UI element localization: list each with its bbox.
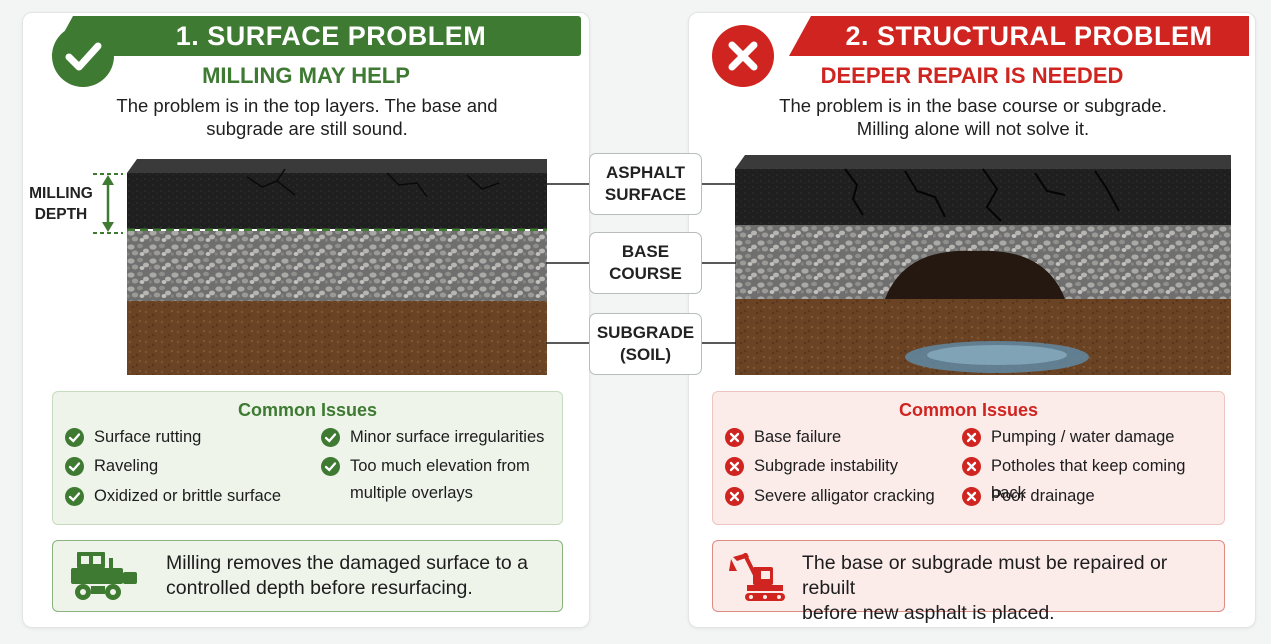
issue-text: Pumping / water damage [991, 428, 1175, 446]
callout-text: The base or subgrade must be repaired or… [802, 551, 1224, 626]
callout-text: Milling removes the damaged surface to a… [166, 551, 528, 601]
surface-common-issues: Common Issues Surface rutting Raveling O… [52, 391, 563, 525]
label-text: ASPHALT SURFACE [604, 163, 687, 204]
desc-line: The problem is in the base course or sub… [779, 95, 1167, 116]
issue-text-line: multiple overlays [350, 484, 473, 502]
check-circle-icon [65, 457, 84, 476]
label-text: BASE COURSE [609, 242, 682, 283]
base-failure-void [885, 250, 1065, 299]
deeper-repair-subtitle: DEEPER REPAIR IS NEEDED [820, 63, 1124, 88]
surface-problem-description: The problem is in the top layers. The ba… [23, 94, 591, 140]
callout-line: controlled depth before resurfacing. [166, 577, 473, 599]
milling-depth-arrow [93, 173, 123, 234]
x-circle-icon [725, 428, 744, 447]
desc-line: subgrade are still sound. [206, 118, 408, 139]
subgrade-label: SUBGRADE (SOIL) [589, 313, 702, 375]
check-circle-icon [65, 487, 84, 506]
label-text: SUBGRADE (SOIL) [596, 323, 695, 364]
repair-callout: The base or subgrade must be repaired or… [712, 540, 1225, 624]
milling-depth-label: MILLING DEPTH [29, 185, 93, 223]
issue-text: Base failure [754, 428, 842, 446]
alligator-cracks [844, 168, 1120, 222]
issue-text: Subgrade instability [754, 457, 899, 475]
issue-text: Surface rutting [94, 428, 202, 446]
desc-line: The problem is in the top layers. The ba… [116, 95, 498, 116]
excavator-icon [729, 553, 785, 601]
surface-problem-panel: 1. SURFACE PROBLEM MILLING MAY HELP The … [22, 12, 590, 628]
asphalt-surface-label: ASPHALT SURFACE [589, 153, 702, 215]
x-circle-icon [962, 457, 981, 476]
x-icon [712, 25, 774, 87]
list-item: Subgrade instability [725, 453, 898, 480]
structural-problem-description: The problem is in the base course or sub… [689, 94, 1257, 140]
surface-cross-section [127, 159, 547, 375]
asphalt-top-face [127, 159, 547, 173]
milling-machine-icon [71, 552, 137, 600]
issues-title: Common Issues [237, 400, 378, 420]
desc-line: Milling alone will not solve it. [856, 118, 1090, 139]
callout-line: The base or subgrade must be repaired or… [802, 552, 1168, 599]
milling-callout: Milling removes the damaged surface to a… [52, 540, 563, 612]
callout-line: before new asphalt is placed. [802, 602, 1055, 624]
issue-text: Severe alligator cracking [754, 487, 935, 505]
structural-cross-section [735, 155, 1231, 375]
list-item: Poor drainage [962, 483, 1095, 510]
base-course-layer [127, 231, 547, 301]
asphalt-layer [735, 169, 1231, 225]
check-circle-icon [65, 428, 84, 447]
surface-problem-banner: 1. SURFACE PROBLEM [51, 16, 581, 56]
check-circle-icon [321, 428, 340, 447]
callout-line: Milling removes the damaged surface to a [166, 552, 529, 574]
x-circle-icon [725, 487, 744, 506]
x-circle-icon [962, 487, 981, 506]
structural-common-issues: Common Issues Base failure Subgrade inst… [712, 391, 1225, 525]
list-item: Minor surface irregularities [321, 424, 544, 451]
surface-cracks [246, 168, 500, 198]
issue-text-line: Too much elevation from [350, 457, 530, 475]
milling-may-help-subtitle: MILLING MAY HELP [202, 63, 410, 88]
list-item: Too much elevation from multiple overlay… [321, 453, 530, 507]
issues-title: Common Issues [898, 400, 1039, 420]
issue-text: Too much elevation from multiple overlay… [350, 453, 530, 507]
structural-problem-panel: 2. STRUCTURAL PROBLEM DEEPER REPAIR IS N… [688, 12, 1256, 628]
check-icon [52, 25, 114, 87]
issue-text: Potholes that keep coming back [991, 457, 1186, 502]
check-circle-icon [321, 457, 340, 476]
x-circle-icon [962, 428, 981, 447]
issue-text: Minor surface irregularities [350, 428, 545, 446]
list-item: Severe alligator cracking [725, 483, 935, 510]
base-course-label: BASE COURSE [589, 232, 702, 294]
list-item: Potholes that keep coming back [962, 453, 1224, 507]
issue-text: Oxidized or brittle surface [94, 487, 282, 505]
subgrade-layer [127, 301, 547, 375]
asphalt-top-face [735, 155, 1231, 169]
issue-text: Poor drainage [991, 487, 1095, 505]
list-item: Surface rutting [65, 424, 201, 451]
asphalt-layer [127, 173, 547, 229]
x-circle-icon [725, 457, 744, 476]
list-item: Base failure [725, 424, 841, 451]
list-item: Raveling [65, 453, 158, 480]
issue-text: Raveling [94, 457, 159, 475]
structural-problem-banner: 2. STRUCTURAL PROBLEM [789, 16, 1249, 56]
list-item: Oxidized or brittle surface [65, 483, 281, 510]
list-item: Pumping / water damage [962, 424, 1174, 451]
